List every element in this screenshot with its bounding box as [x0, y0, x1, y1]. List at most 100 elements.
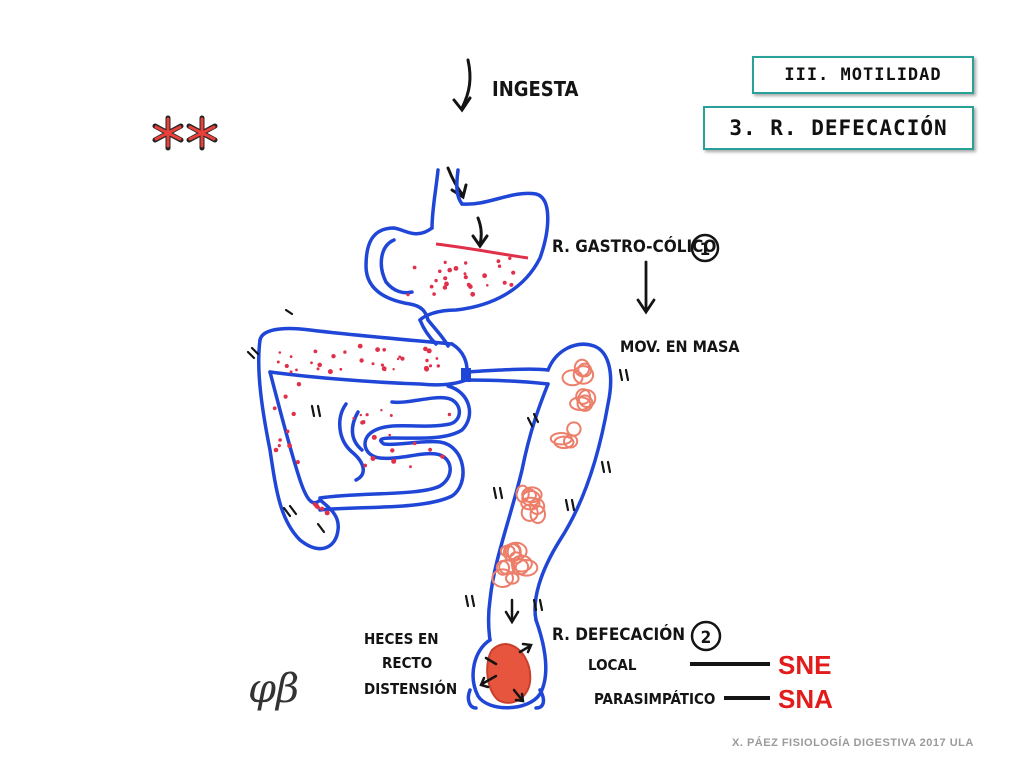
colon-content-dot — [289, 355, 293, 358]
colon-content-dot — [435, 357, 439, 360]
feces-mass — [498, 559, 516, 575]
colon-content-dot — [392, 368, 395, 371]
intestine-content-dot — [388, 433, 392, 437]
colon-content-dot — [296, 382, 302, 387]
feces-label-line3: DISTENSIÓN — [364, 679, 457, 698]
colon-content-dot — [317, 362, 323, 368]
feces-mass — [529, 504, 546, 525]
asterisk-icon — [152, 115, 218, 151]
intestinal-contents — [272, 343, 452, 516]
feces-mass — [566, 421, 582, 437]
colon-content-dot — [331, 354, 336, 359]
intestine-content-dot — [389, 414, 393, 417]
stomach-content-dot — [443, 276, 448, 281]
intestine-content-dot — [428, 447, 432, 452]
ileocecal-valve — [461, 368, 471, 382]
stomach-content-dot — [442, 285, 448, 290]
feces-in-rectum — [479, 642, 533, 704]
stomach-content-dot — [444, 281, 449, 287]
feces-mass — [561, 369, 584, 387]
colon-content-dot — [359, 358, 364, 363]
feces-in-colon — [491, 358, 597, 589]
step-2-circle — [690, 620, 722, 652]
stomach-content-dot — [511, 270, 516, 275]
colon-content-dot — [310, 361, 313, 365]
colon-content-dot — [425, 358, 429, 363]
intestine-content-dot — [409, 465, 412, 469]
ingestion-label: INGESTA — [492, 77, 578, 101]
stomach-content-dot — [468, 284, 473, 289]
colon-content-dot — [371, 362, 375, 366]
signature: φβ — [248, 666, 299, 712]
stomach-content-dot — [463, 272, 467, 276]
stomach-content-dot — [496, 259, 501, 264]
intestine-content-dot — [380, 409, 383, 412]
defecation-reflex-label: R. DEFECACIÓN — [552, 623, 685, 645]
section-badge: III. MOTILIDAD — [752, 56, 974, 94]
colon-content-dot — [316, 367, 320, 371]
colon-content-dot — [382, 348, 387, 352]
stomach-content-dot — [443, 260, 447, 264]
intestine-content-dot — [447, 412, 452, 417]
step-2-number: 2 — [701, 628, 712, 648]
stomach-content-dot — [406, 293, 410, 297]
colon-content-dot — [295, 460, 300, 465]
intestine-content-dot — [371, 434, 377, 440]
intestine-content-dot — [390, 448, 395, 453]
colon-content-dot — [343, 350, 347, 354]
colon-content-dot — [396, 357, 400, 361]
colon-content-dot — [283, 394, 288, 399]
intestine-content-dot — [363, 463, 368, 468]
mass-movement-label: MOV. EN MASA — [620, 337, 740, 356]
stomach-contents — [406, 242, 529, 297]
colon-content-dot — [381, 366, 387, 372]
colon-content-dot — [423, 346, 428, 352]
feces-mass — [514, 559, 539, 577]
stomach-content-dot — [508, 256, 512, 260]
colon-content-dot — [324, 510, 330, 516]
stomach-content-dot — [412, 265, 417, 270]
intestine-content-dot — [359, 413, 362, 417]
stomach-content-dot — [463, 275, 468, 280]
stomach-content-dot — [434, 278, 438, 283]
parasympathetic-label: PARASIMPÁTICO — [594, 689, 715, 708]
intestine-content-dot — [360, 420, 365, 425]
stomach-content-dot — [482, 273, 487, 279]
colon-content-dot — [327, 369, 333, 375]
intestine-content-dot — [391, 458, 397, 464]
feces-mass — [510, 554, 533, 573]
feces-mass — [569, 396, 592, 412]
stomach-content-dot — [432, 292, 436, 296]
colon-content-dot — [289, 370, 293, 374]
reflex-arrow — [636, 260, 656, 315]
feces-mass — [491, 568, 515, 589]
colon-content-dot — [291, 411, 296, 417]
subsection-badge: 3. R. DEFECACIÓN — [703, 106, 974, 150]
colon-content-dot — [357, 343, 363, 349]
colon-content-dot — [278, 438, 282, 442]
colon-content-dot — [314, 503, 319, 509]
colon-content-dot — [285, 429, 290, 434]
colon-content-dot — [273, 447, 279, 453]
colon-content-dot — [400, 356, 405, 361]
stomach-content-dot — [502, 280, 507, 285]
colon-content-dot — [380, 363, 384, 367]
digestive-tract — [257, 168, 613, 710]
stomach-content-dot — [453, 266, 459, 271]
ingestion-arrow — [446, 58, 489, 249]
colon-content-dot — [426, 348, 432, 354]
intestine-content-dot — [370, 456, 376, 461]
feces-mass — [520, 503, 539, 522]
colon-content-dot — [295, 368, 298, 372]
stomach-content-dot — [447, 267, 453, 273]
local-label: LOCAL — [588, 656, 637, 674]
intestine-content-dot — [352, 416, 356, 420]
colon-content-dot — [313, 349, 318, 354]
colon-content-dot — [278, 351, 282, 354]
intestine-content-dot — [412, 441, 417, 446]
feces-mass — [499, 544, 516, 558]
sna-label: SNA — [778, 684, 833, 714]
colon-content-dot — [319, 506, 325, 511]
feces-label-line2: RECTO — [382, 654, 432, 672]
